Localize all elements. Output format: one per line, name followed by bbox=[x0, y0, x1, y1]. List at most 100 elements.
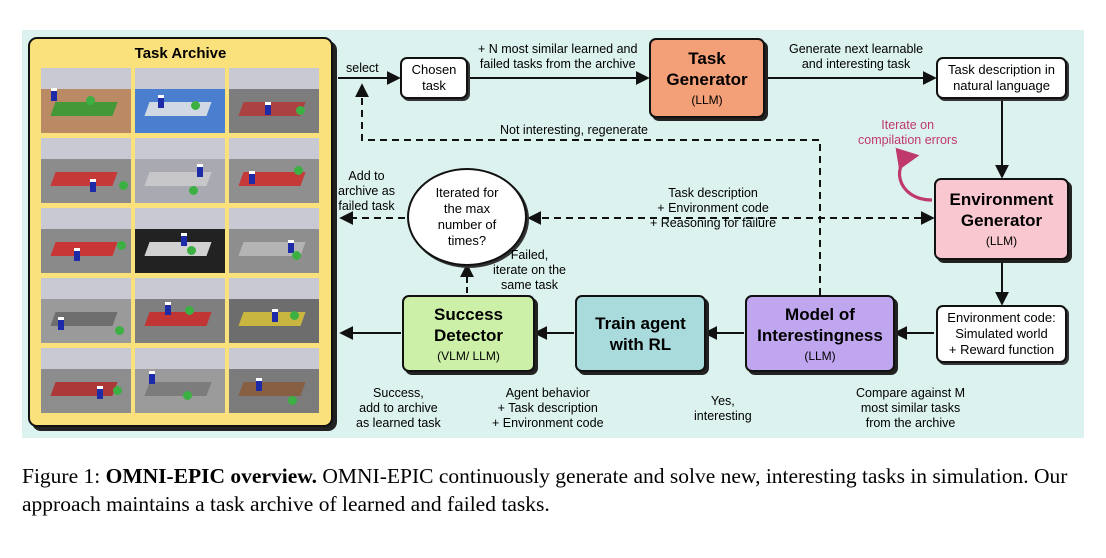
robot-scene-icon bbox=[229, 278, 319, 343]
label-failed-iterate-line: iterate on the bbox=[493, 263, 566, 277]
label-similar-tasks-line: + N most similar learned and bbox=[478, 42, 638, 56]
label-iterate-errors: Iterate on compilation errors bbox=[858, 118, 957, 148]
task-description-label: natural language bbox=[953, 78, 1050, 93]
model-of-interestingness-title: Model of bbox=[785, 304, 855, 324]
label-add-failed: Add to archive as failed task bbox=[338, 169, 395, 214]
robot-shape bbox=[288, 240, 294, 253]
label-task-env-reason: Task description + Environment code + Re… bbox=[650, 186, 776, 231]
robot-shape bbox=[149, 371, 155, 384]
object-shape bbox=[185, 306, 194, 315]
robot-shape bbox=[158, 95, 164, 108]
object-shape bbox=[183, 391, 192, 400]
iterated-label: the max bbox=[443, 201, 491, 216]
label-yes-interesting-line: Yes, bbox=[710, 394, 735, 408]
label-agent-behavior-line: + Environment code bbox=[492, 416, 604, 430]
chosen-task-box: Chosen task bbox=[400, 57, 468, 99]
environment-code-label: Environment code: bbox=[947, 310, 1056, 325]
environment-generator-sub: (LLM) bbox=[985, 234, 1018, 248]
object-shape bbox=[296, 106, 305, 115]
model-of-interestingness-sub: (LLM) bbox=[804, 348, 836, 363]
task-description-box: Task description in natural language bbox=[936, 57, 1067, 99]
object-shape bbox=[292, 251, 301, 260]
label-task-env-reason-line: Task description bbox=[668, 186, 758, 200]
environment-code-box: Environment code: Simulated world + Rewa… bbox=[936, 305, 1067, 363]
figure-caption: Figure 1: OMNI-EPIC overview. OMNI-EPIC … bbox=[22, 462, 1092, 518]
object-shape bbox=[115, 326, 124, 335]
iterated-label: Iterated for bbox=[435, 185, 499, 200]
robot-scene-icon bbox=[41, 208, 131, 273]
label-iterate-errors-line: Iterate on bbox=[881, 118, 935, 132]
success-detector-box: Success Detector (VLM/ LLM) bbox=[402, 295, 535, 372]
robot-scene-icon bbox=[135, 138, 225, 203]
task-generator-title: Generator bbox=[666, 70, 748, 89]
label-add-failed-line: archive as bbox=[338, 184, 395, 198]
chosen-task-label: task bbox=[422, 78, 446, 93]
caption-prefix: Figure 1: bbox=[22, 464, 106, 488]
label-failed-iterate-line: same task bbox=[501, 278, 558, 292]
robot-scene-icon bbox=[135, 68, 225, 133]
arrow-iterate-compilation bbox=[895, 147, 933, 202]
platform-shape bbox=[50, 242, 118, 256]
object-shape bbox=[189, 186, 198, 195]
robot-scene-icon bbox=[229, 138, 319, 203]
label-similar-tasks-line: failed tasks from the archive bbox=[479, 57, 636, 71]
model-of-interestingness-box: Model of Interestingness (LLM) bbox=[745, 295, 895, 372]
label-yes-interesting-line: interesting bbox=[694, 409, 752, 423]
robot-scene-icon bbox=[229, 208, 319, 273]
object-shape bbox=[86, 96, 95, 105]
robot-scene-icon bbox=[135, 208, 225, 273]
label-select: select bbox=[346, 61, 379, 75]
robot-scene-icon bbox=[41, 68, 131, 133]
success-detector-sub: (VLM/ LLM) bbox=[437, 348, 500, 363]
iterated-label: number of bbox=[437, 217, 497, 232]
label-iterate-errors-line: compilation errors bbox=[858, 133, 958, 147]
label-success-add-line: add to archive bbox=[359, 401, 438, 415]
task-generator-box: Task Generator (LLM) bbox=[649, 38, 765, 118]
train-agent-title: Train agent bbox=[595, 313, 686, 333]
platform-shape bbox=[238, 382, 306, 396]
label-task-env-reason-line: + Environment code bbox=[657, 201, 769, 215]
platform-shape bbox=[50, 102, 118, 116]
environment-generator-title: Generator bbox=[960, 211, 1043, 230]
environment-code-label: Simulated world bbox=[955, 326, 1048, 341]
label-compare: Compare against M most similar tasks fro… bbox=[856, 386, 965, 431]
object-shape bbox=[191, 101, 200, 110]
iterated-decision-circle: Iterated for the max number of times? bbox=[407, 168, 527, 266]
chosen-task-label: Chosen bbox=[411, 62, 457, 77]
robot-shape bbox=[249, 171, 255, 184]
archive-title: Task Archive bbox=[134, 45, 227, 62]
label-success-add: Success, add to archive as learned task bbox=[356, 386, 441, 431]
success-detector-title: Detector bbox=[434, 325, 503, 345]
robot-shape bbox=[272, 309, 278, 322]
platform-shape bbox=[144, 102, 212, 116]
platform-shape bbox=[144, 242, 212, 256]
task-generator-title: Task bbox=[688, 49, 726, 68]
label-agent-behavior-line: Agent behavior bbox=[505, 386, 590, 400]
caption-bold: OMNI-EPIC overview. bbox=[105, 464, 317, 488]
platform-shape bbox=[50, 172, 118, 186]
label-add-failed-line: failed task bbox=[338, 199, 395, 213]
model-of-interestingness-title: Interestingness bbox=[757, 325, 883, 345]
label-compare-line: from the archive bbox=[865, 416, 956, 430]
robot-scene-icon bbox=[229, 68, 319, 133]
platform-shape bbox=[50, 382, 118, 396]
label-failed-iterate-line: Failed, bbox=[510, 248, 549, 262]
robot-scene-icon bbox=[41, 348, 131, 413]
robot-shape bbox=[90, 179, 96, 192]
robot-scene-icon bbox=[41, 138, 131, 203]
iterated-label: times? bbox=[447, 233, 487, 248]
robot-shape bbox=[256, 378, 262, 391]
robot-shape bbox=[197, 164, 203, 177]
environment-generator-box: Environment Generator (LLM) bbox=[934, 178, 1069, 260]
label-compare-line: most similar tasks bbox=[860, 401, 961, 415]
platform-shape bbox=[144, 382, 212, 396]
object-shape bbox=[119, 181, 128, 190]
label-similar-tasks: + N most similar learned and failed task… bbox=[478, 42, 637, 72]
task-description-label: Task description in bbox=[948, 62, 1055, 77]
label-yes-interesting: Yes, interesting bbox=[694, 394, 752, 424]
train-agent-title: with RL bbox=[609, 334, 672, 354]
environment-code-label: + Reward function bbox=[948, 342, 1055, 357]
object-shape bbox=[113, 386, 122, 395]
task-generator-sub: (LLM) bbox=[691, 93, 723, 107]
task-archive: Task Archive bbox=[28, 37, 333, 427]
